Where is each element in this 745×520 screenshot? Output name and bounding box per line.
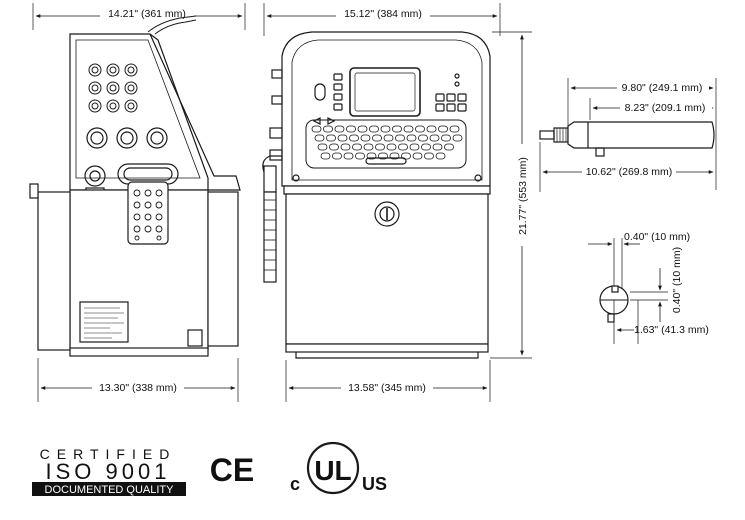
keyboard-key: [311, 125, 322, 133]
ul-us-text: US: [362, 474, 387, 494]
front-view: [262, 3, 532, 402]
keyboard-key: [435, 152, 446, 160]
keyboard-key: [432, 143, 443, 151]
keyboard-key: [317, 143, 328, 151]
nozzle-width-label: 0.40" (10 mm): [624, 231, 690, 243]
keyboard-key: [314, 134, 325, 142]
keyboard-key: [320, 152, 331, 160]
head-total-length-label: 9.80" (249.1 mm): [622, 82, 703, 94]
keyboard-key: [349, 134, 359, 142]
iso-certified-text: CERTIFIED: [40, 446, 177, 462]
keyboard-key: [334, 125, 345, 133]
keyboard-key: [386, 143, 397, 151]
ul-mark-text: UL: [314, 455, 351, 486]
front-height-label: 21.77" (553 mm): [517, 157, 529, 235]
keyboard-key: [452, 134, 463, 142]
keyboard-key: [355, 152, 365, 160]
side-top-width-label: 14.21" (361 mm): [108, 8, 186, 20]
print-head-view: [539, 78, 717, 192]
keyboard-key: [392, 125, 402, 133]
keyboard-key: [418, 134, 428, 142]
keyboard-key: [380, 125, 391, 133]
side-view: [29, 3, 246, 402]
keyboard-key: [444, 143, 454, 151]
keyboard-key: [409, 143, 420, 151]
keyboard-key: [372, 134, 382, 142]
keyboard-key: [412, 152, 423, 160]
keyboard-key: [449, 125, 460, 133]
keyboard-key: [426, 125, 437, 133]
keyboard-key: [403, 125, 414, 133]
keyboard-key: [332, 152, 342, 160]
front-top-width-label: 15.12" (384 mm): [344, 8, 422, 20]
ce-mark: CE: [210, 452, 254, 488]
head-body-length-label: 8.23" (209.1 mm): [625, 102, 706, 114]
keyboard-key: [369, 125, 379, 133]
head-overall-length-label: 10.62" (269.8 mm): [586, 166, 673, 178]
keyboard-key: [329, 143, 339, 151]
side-bottom-width-label: 13.30" (338 mm): [99, 382, 177, 394]
keyboard-key: [424, 152, 434, 160]
front-bottom-width-label: 13.58" (345 mm): [348, 382, 426, 394]
keyboard-key: [375, 143, 385, 151]
keyboard-key: [415, 125, 425, 133]
nozzle-detail-view: [588, 238, 668, 344]
keyboard-key: [383, 134, 394, 142]
keyboard-key: [326, 134, 336, 142]
keyboard-key: [363, 143, 374, 151]
keyboard-key: [357, 125, 368, 133]
iso-quality-text: DOCUMENTED QUALITY: [45, 484, 175, 496]
ul-c-text: c: [290, 474, 300, 494]
iso-9001-logo: CERTIFIED ISO 9001 DOCUMENTED QUALITY: [32, 446, 186, 496]
keyboard-key: [366, 152, 377, 160]
keyboard-key: [395, 134, 405, 142]
keyboard-key: [346, 125, 356, 133]
keyboard-key: [429, 134, 440, 142]
ul-listed-mark: c UL US: [290, 441, 387, 495]
keyboard-key: [340, 143, 351, 151]
keyboard-key: [360, 134, 371, 142]
iso-standard-text: ISO 9001: [46, 459, 171, 484]
keyboard-key: [337, 134, 348, 142]
keyboard-key: [343, 152, 354, 160]
nozzle-offset-label: 1.63" (41.3 mm): [634, 324, 709, 336]
keyboard-key: [421, 143, 431, 151]
keyboard-key: [352, 143, 362, 151]
keyboard-key: [378, 152, 388, 160]
keyboard-key: [406, 134, 417, 142]
keyboard-key: [323, 125, 333, 133]
keyboard-key: [438, 125, 448, 133]
keyboard-key: [441, 134, 451, 142]
keyboard: [311, 125, 463, 160]
keyboard-key: [389, 152, 400, 160]
nozzle-height-label: 0.40" (10 mm): [671, 247, 683, 313]
keyboard-key: [398, 143, 408, 151]
